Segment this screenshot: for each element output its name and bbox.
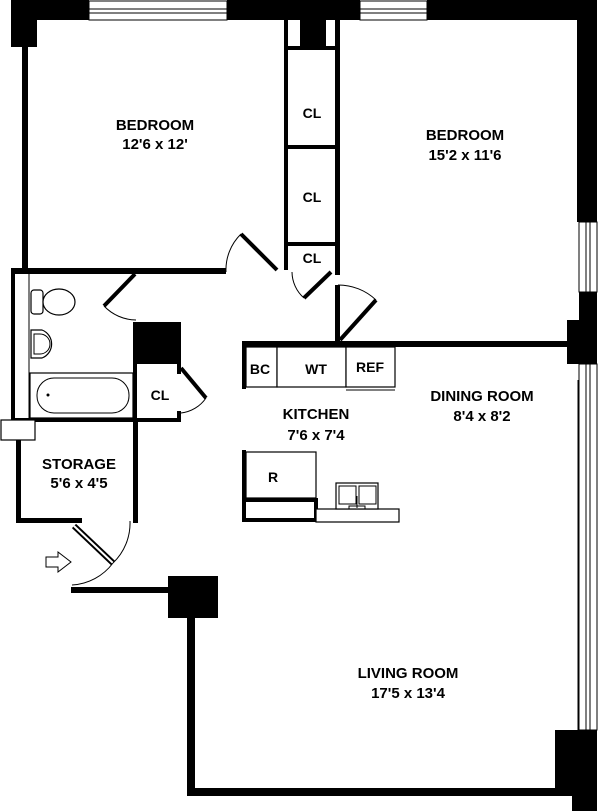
wall-bath-bottom — [11, 418, 181, 422]
wall-closets-left — [284, 20, 288, 270]
wt-cabinet — [276, 346, 347, 388]
counter — [315, 508, 400, 523]
duct-box — [0, 419, 36, 441]
window-right-upper — [578, 221, 598, 293]
door-closet3[interactable] — [291, 270, 333, 300]
counter-cabinet — [242, 498, 318, 522]
walls — [11, 0, 598, 811]
wall-storage-right — [133, 420, 138, 523]
room-dim-bedroom-1: 12'6 x 12' — [122, 136, 188, 153]
room-name-bedroom-1: BEDROOM — [116, 117, 194, 134]
wall-closet2-top — [288, 145, 336, 149]
wall-bedroom1-bottom — [11, 268, 226, 274]
fixture-labels: BC WT REF R — [250, 359, 385, 485]
room-name-storage: STORAGE — [42, 456, 116, 473]
bathroom-fixtures — [29, 288, 134, 419]
room-name-kitchen: KITCHEN — [283, 406, 350, 423]
room-dim-storage: 5'6 x 4'5 — [50, 475, 107, 492]
wall-bedroom1-left — [22, 47, 28, 272]
door-bedroom1[interactable] — [225, 232, 279, 273]
kitchen-sink-icon — [335, 482, 379, 510]
window-top-right — [359, 0, 428, 21]
wall-bottom — [187, 788, 577, 796]
bc-cabinet — [245, 346, 278, 388]
closet-label-4: CL — [151, 387, 170, 403]
wall-bedroom2-bottom — [242, 341, 567, 347]
wall-entry-bottom — [71, 587, 171, 593]
door-bathroom[interactable] — [102, 272, 137, 321]
interior-walls — [0, 20, 567, 523]
window-top-left — [88, 0, 228, 21]
room-dim-dining-room: 8'4 x 8'2 — [453, 408, 510, 425]
wall-closet4-top-jamb — [177, 364, 181, 374]
wall-storage-left — [16, 440, 21, 522]
wall-closets-right — [335, 20, 340, 275]
sink-icon — [30, 329, 53, 359]
room-labels: BEDROOM 12'6 x 12' BEDROOM 15'2 x 11'6 K… — [42, 117, 534, 702]
wall-storage-bottom — [16, 518, 82, 523]
toilet-icon — [30, 288, 76, 316]
column-closets-top — [300, 20, 326, 48]
wall-closet4-bottom-jamb — [177, 411, 181, 421]
wall-closet3-top — [288, 242, 336, 246]
corner-column-top-left — [11, 0, 37, 47]
label-bc: BC — [250, 361, 270, 377]
wall-kitchen-bottom-left — [242, 450, 246, 522]
room-dim-kitchen: 7'6 x 7'4 — [287, 427, 345, 444]
door-entry[interactable] — [71, 520, 131, 586]
refrigerator — [345, 346, 396, 388]
label-wt: WT — [305, 361, 327, 377]
wall-top-middle — [227, 0, 360, 20]
closet-label-2: CL — [303, 189, 322, 205]
entry-arrow-icon — [45, 550, 72, 574]
range — [245, 451, 317, 499]
room-dim-living-room: 17'5 x 13'4 — [371, 685, 446, 702]
bathtub-icon — [29, 372, 134, 419]
wall-bedroom2-left-lower — [335, 285, 340, 345]
column-right-bottom — [555, 730, 597, 788]
wall-closet1-top — [288, 46, 336, 50]
window-right-lower — [577, 363, 598, 731]
closet-label-3: CL — [303, 250, 322, 266]
label-range: R — [268, 469, 278, 485]
wall-top-right — [427, 0, 597, 20]
wall-living-left — [187, 610, 195, 796]
column-bath — [133, 322, 181, 364]
closet-labels: CL CL CL CL — [151, 105, 322, 403]
closet-label-1: CL — [303, 105, 322, 121]
wall-right-upper — [577, 0, 597, 222]
label-ref: REF — [356, 359, 384, 375]
wall-kitchen-top-left — [242, 341, 246, 389]
kitchen-fixtures — [242, 346, 400, 523]
door-bedroom2[interactable] — [337, 284, 378, 342]
wall-bath-left — [11, 270, 15, 420]
room-name-bedroom-2: BEDROOM — [426, 127, 504, 144]
doors — [45, 232, 378, 586]
door-closet4[interactable] — [179, 366, 208, 414]
room-name-dining-room: DINING ROOM — [430, 388, 533, 405]
wall-right-middle — [579, 292, 597, 364]
column-living-top-left — [168, 576, 218, 618]
room-name-living-room: LIVING ROOM — [358, 665, 459, 682]
room-dim-bedroom-2: 15'2 x 11'6 — [428, 147, 501, 164]
